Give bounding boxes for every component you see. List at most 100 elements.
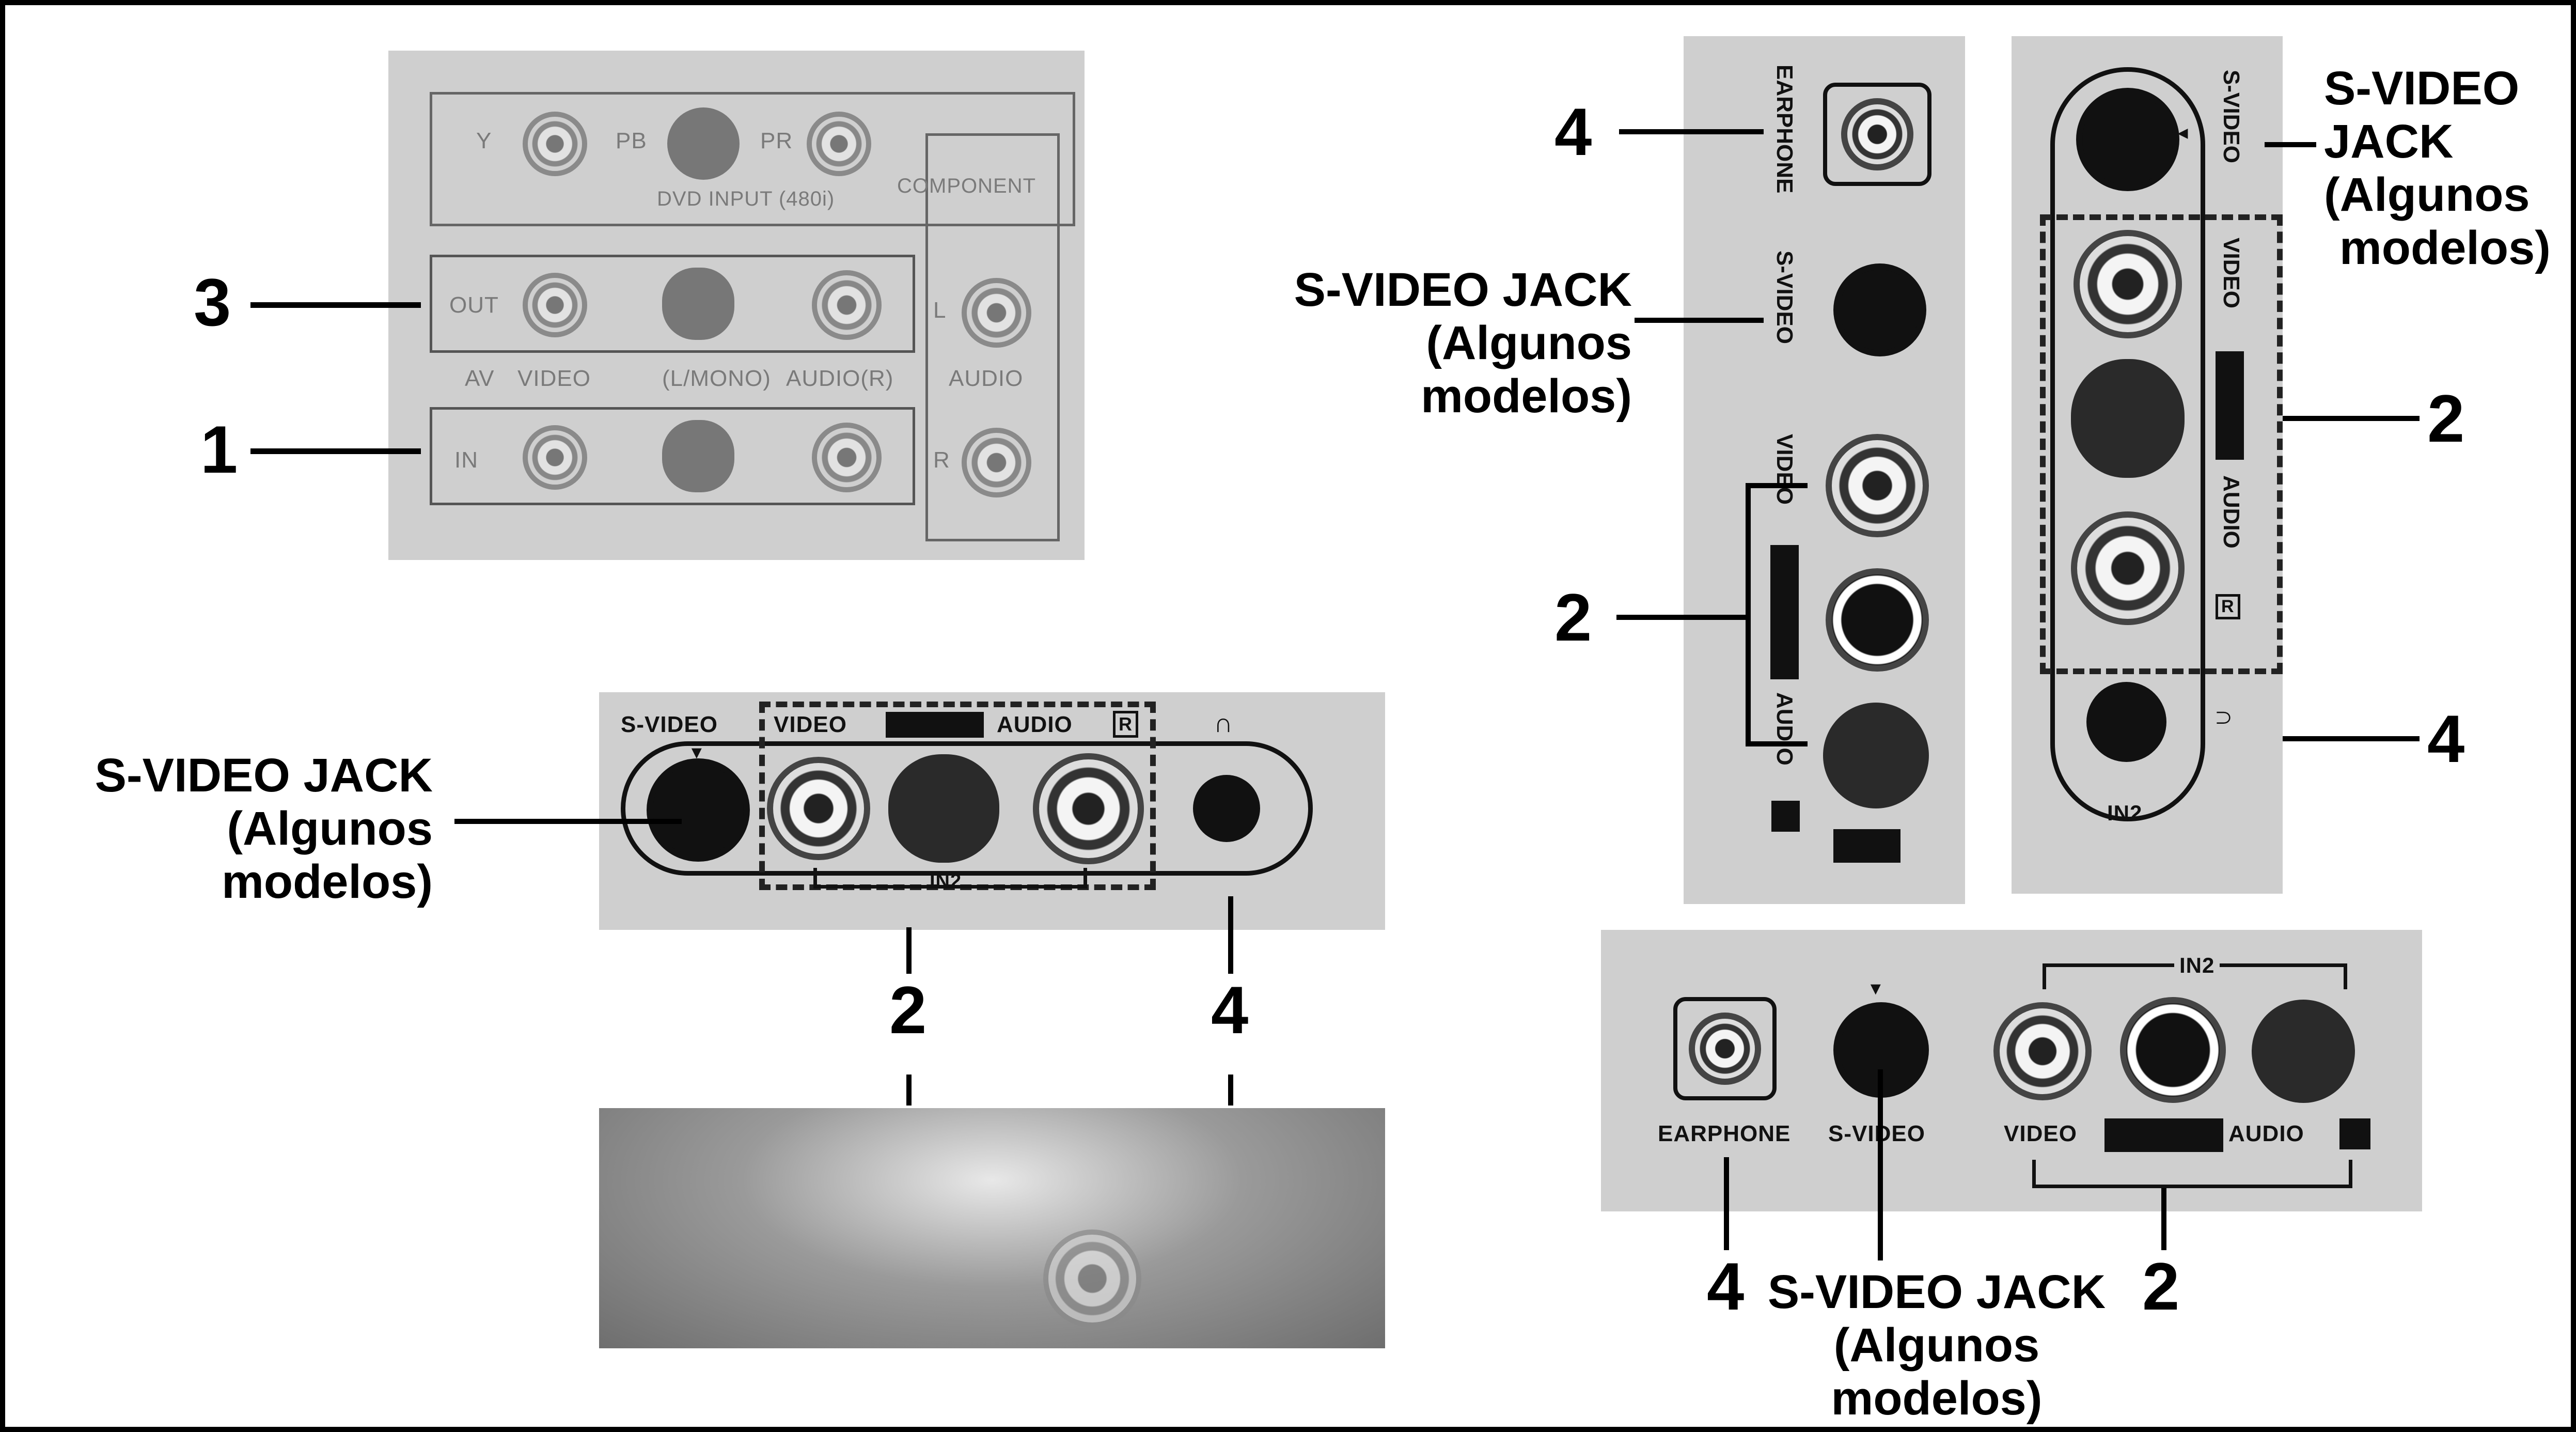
audio-r-jack [2252,1000,2355,1103]
black-bar [2104,1118,2223,1152]
leader-svideo-jack-bottom-right [1878,1069,1883,1260]
callout-2-right-a: 2 [1554,584,1592,651]
leader-svideo-jack-left [454,819,682,824]
leader-4-bottom-left [1228,896,1233,974]
side-panel-right-b: ▼ S-VIDEO VIDEO AUDIO R ∩ IN2 [2012,36,2283,894]
pr-jack [807,112,871,176]
out-audio-l-jack [662,268,734,340]
earphone-jack [1193,775,1260,842]
leader-2-right-b [2283,416,2420,421]
caption-svideo-jack-bottom-right: S-VIDEO JACK (Algunos modelos) [1766,1266,2107,1425]
audio-label: AUDIO [997,712,1073,738]
callout-4-right-a: 4 [1554,98,1592,165]
av-panel-top-left: Y PB PR DVD INPUT (480i) COMPONENT OUT A… [388,51,1085,560]
leader-3 [250,302,421,308]
triangle-marker-icon: ▼ [1867,979,1885,999]
out-video-jack [523,273,587,337]
svideo-label: S-VIDEO [1771,251,1797,344]
triangle-marker-icon: ▼ [688,743,706,763]
audio-l-jack [2071,359,2185,478]
audio-r-jack [962,428,1031,497]
side-panel-bottom-left: S-VIDEO ▼ VIDEO AUDIO R ∩ IN2 [599,692,1385,930]
black-bar-vertical [1770,545,1799,679]
video-label: VIDEO [774,712,847,738]
svideo-jack [2076,88,2179,191]
pr-label: PR [760,128,793,154]
black-bar-bottom [1833,829,1900,863]
tv-side-photo [599,1108,1385,1348]
bracket-2-right-a-top [1746,483,1808,488]
caption-svideo-jack-mid: S-VIDEO JACK (Algunos modelos) [1260,263,1632,423]
video-jack [2074,230,2182,338]
side-panel-right-a: EARPHONE S-VIDEO VIDEO AUDIO [1684,36,1965,904]
video-label: VIDEO [2004,1121,2077,1147]
callout-2-bottom-left: 2 [889,976,926,1044]
audio-l-jack [2120,997,2226,1103]
audio-r-label: AUDIO(R) [786,366,893,392]
leader-2-bottom-left-tail [906,1075,912,1106]
earphone-label: EARPHONE [1771,65,1797,193]
leader-2-right-a [1616,615,1751,620]
headphone-icon: ∩ [1214,708,1234,739]
video-jack [1993,1002,2092,1100]
in-label: IN [454,447,478,473]
av-label: AV [465,366,494,392]
video-label: VIDEO [517,366,591,392]
out-audio-r-jack [812,270,882,340]
callout-4-right-b: 4 [2427,705,2464,772]
earphone-jack [1689,1013,1761,1085]
in2-label: IN2 [2107,801,2142,826]
earphone-label: EARPHONE [1658,1121,1790,1147]
callout-2-right-b: 2 [2427,385,2464,452]
audio-r-jack [1033,753,1144,864]
video-label: VIDEO [2218,238,2244,308]
audio-label: AUDIO [949,366,1023,392]
in-audio-l-jack [662,420,734,492]
leader-1 [250,448,421,454]
in-video-jack [523,425,587,490]
black-bar [886,712,984,738]
svideo-label: S-VIDEO [621,712,718,738]
earphone-jack [2086,682,2166,762]
video-jack [767,757,870,860]
black-square [1771,801,1800,832]
audio-r-jack [2071,511,2185,625]
leader-4-right-a [1619,129,1764,134]
audio-label: AUDIO [2228,1121,2304,1147]
audio-l-jack [1826,568,1929,672]
audio-label: AUDIO [2218,475,2244,549]
leader-svideo-jack-mid [1635,318,1764,323]
headphone-icon: ∩ [2210,708,2241,728]
out-label: OUT [449,292,499,318]
bracket-2-right-a-vertical [1746,483,1751,746]
pb-label: PB [616,128,647,154]
triangle-marker-icon: ▼ [2173,125,2193,143]
svideo-label: S-VIDEO [2218,70,2244,163]
svideo-jack [1833,263,1926,356]
black-bar-vertical [2216,351,2244,460]
caption-svideo-jack-top-right: S-VIDEO JACK (Algunos modelos) [2324,62,2551,275]
l-label: L [933,298,946,323]
pb-jack [667,107,740,180]
r-mark: R [2216,594,2240,619]
l-mono-label: (L/MONO) [662,366,771,392]
svideo-label: S-VIDEO [1828,1121,1925,1147]
y-label: Y [476,128,492,154]
earphone-jack [1841,98,1913,170]
component-label: COMPONENT [897,175,1036,198]
audio-l-jack [962,278,1031,348]
leader-4-right-b [2283,736,2420,741]
in2-label: IN2 [930,870,962,893]
video-jack [1826,434,1929,537]
audio-l-jack [888,754,999,863]
in2-bracket-bottom [2032,1160,2352,1188]
dvd-input-label: DVD INPUT (480i) [657,188,835,211]
in-audio-r-jack [812,423,882,492]
leader-4-bottom-left-tail [1228,1075,1233,1106]
y-jack [523,112,587,176]
audio-label: AUDIO [1771,692,1797,766]
leader-svideo-jack-top-right [2265,142,2316,147]
audio-r-jack [1823,703,1929,808]
svideo-jack [647,758,750,862]
